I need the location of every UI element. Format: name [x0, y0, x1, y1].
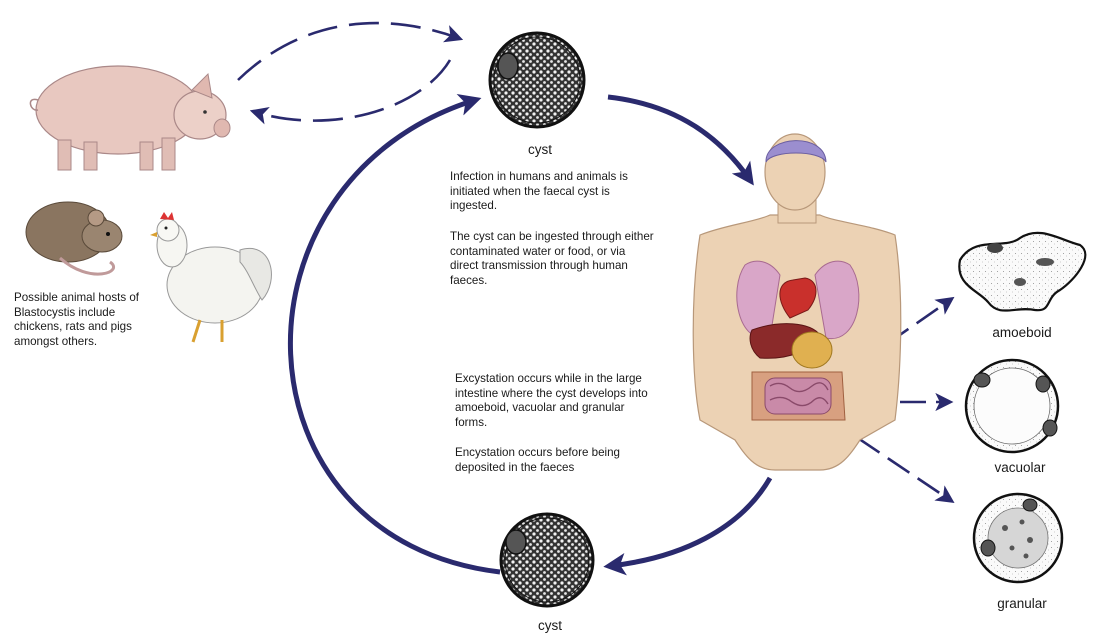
human-torso-illustration: [693, 134, 901, 470]
cyst-bottom-illustration: [501, 514, 593, 606]
vacuolar-illustration: [966, 360, 1058, 452]
granular-illustration: [974, 494, 1062, 582]
cyst-top-label: cyst: [480, 142, 600, 157]
cyst-bottom-label: cyst: [490, 618, 610, 633]
dashed-arrow-top: [238, 23, 458, 80]
excystation-text: Excystation occurs while in the large in…: [455, 372, 653, 430]
amoeboid-illustration: [959, 233, 1085, 311]
amoeboid-label: amoeboid: [962, 325, 1082, 340]
animal-hosts-text: Possible animal hosts of Blastocystis in…: [14, 291, 154, 349]
rat-illustration: [26, 202, 122, 274]
cycle-arrow-to-human: [608, 97, 750, 180]
dashed-arrow-bottom: [255, 60, 450, 121]
pig-illustration: [30, 66, 230, 170]
cyst-top-illustration: [490, 33, 584, 127]
granular-label: granular: [962, 596, 1082, 611]
cycle-arrow-to-cyst: [610, 478, 770, 566]
encystation-text: Encystation occurs before being deposite…: [455, 446, 655, 475]
vacuolar-label: vacuolar: [960, 460, 1080, 475]
chicken-illustration: [150, 212, 271, 342]
ingestion-text: The cyst can be ingested through either …: [450, 230, 655, 288]
infection-text: Infection in humans and animals is initi…: [450, 170, 645, 214]
